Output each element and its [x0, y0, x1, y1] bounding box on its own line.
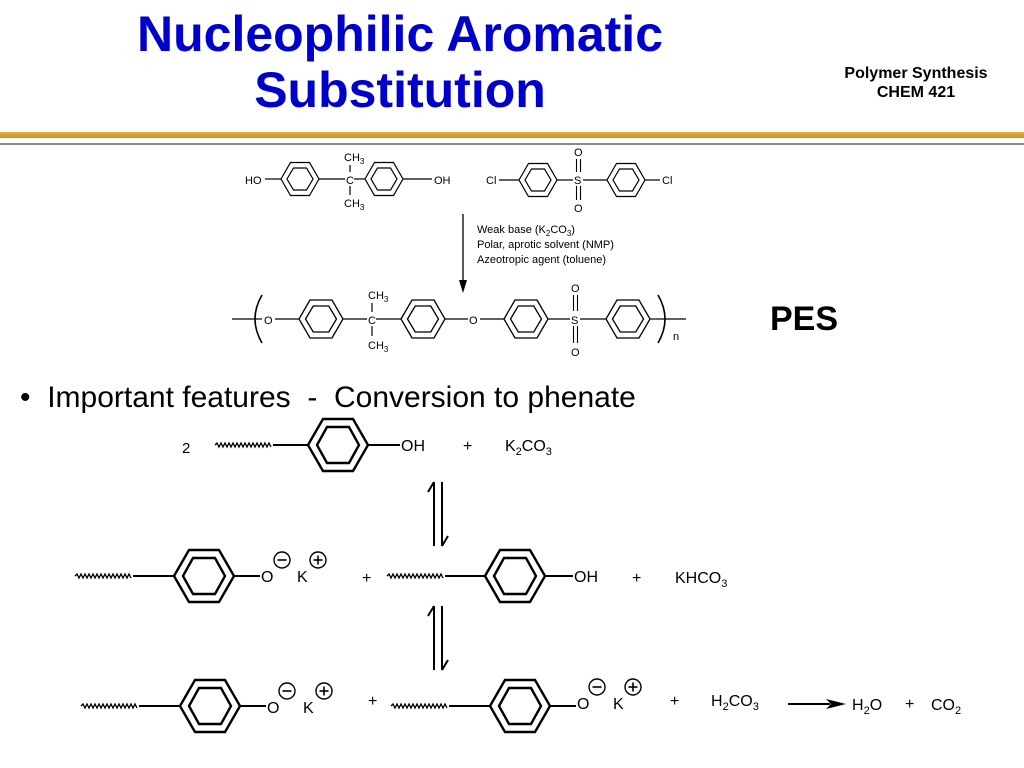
- bullet-text: Important features - Conversion to phena…: [47, 381, 636, 414]
- phenate-row-3: O K + O K + H2CO3 H2O + CO2: [80, 678, 961, 734]
- label-o-ether-1: O: [264, 315, 273, 327]
- label-c: C: [346, 175, 354, 187]
- pes-repeat-unit: O C CH3 CH3 O S O O n: [232, 283, 686, 359]
- label-o-top: O: [574, 147, 583, 159]
- label-n-subscript: n: [673, 331, 679, 343]
- label-k-b1: K: [297, 569, 308, 586]
- phenate-ring-c1: [178, 678, 242, 734]
- label-o-ether-2: O: [469, 315, 478, 327]
- label-ho: HO: [245, 175, 262, 187]
- polymer-chain-wavy: [80, 702, 138, 710]
- label-h2o: H2O: [852, 697, 882, 717]
- label-s-polymer: S: [571, 315, 578, 327]
- label-co2: CO2: [931, 697, 961, 717]
- header-rule-gray: [0, 143, 1024, 145]
- slide-title: Nucleophilic Aromatic Substitution: [80, 6, 720, 118]
- label-ch3-polymer-top: CH3: [368, 290, 389, 304]
- course-line-1: Polymer Synthesis: [844, 65, 988, 82]
- condition-azeotrope: Azeotropic agent (toluene): [477, 254, 606, 266]
- polymer-chain-wavy: [74, 572, 132, 580]
- course-label: Polymer Synthesis CHEM 421: [816, 64, 1016, 102]
- plus-c1: +: [368, 693, 377, 710]
- phenate-row-2: O K + OH + KHCO3: [74, 548, 727, 604]
- bisphenol-a-monomer: HO C CH3 CH3 OH: [245, 152, 451, 212]
- coefficient-2: 2: [182, 440, 190, 457]
- pes-ring-3: [503, 299, 549, 339]
- phenate-row-1: 2 OH + K2CO3: [182, 417, 552, 473]
- header-rule-gold: [0, 132, 1024, 138]
- label-o-bottom: O: [574, 203, 583, 215]
- label-ch3-polymer-bottom: CH3: [368, 340, 389, 354]
- course-line-2: CHEM 421: [876, 84, 956, 101]
- negative-charge-icon: [278, 682, 296, 700]
- bpa-ring-right: [364, 161, 404, 197]
- polymer-chain-wavy: [390, 702, 448, 710]
- label-ch3-top: CH3: [344, 152, 365, 166]
- plus-c3: +: [905, 696, 914, 713]
- reaction-conditions: Weak base (K2CO3) Polar, aprotic solvent…: [477, 224, 614, 266]
- pes-ring-1: [298, 299, 344, 339]
- label-k-c2: K: [613, 696, 624, 713]
- label-k-c1: K: [303, 700, 314, 717]
- plus-b1: +: [362, 570, 371, 587]
- negative-charge-icon: [588, 678, 606, 696]
- label-o-sulfone-bottom: O: [571, 347, 580, 359]
- phenol-ring-b2: [483, 548, 547, 604]
- dichlorodiphenyl-sulfone-monomer: Cl S O O Cl: [486, 147, 672, 215]
- phenol-ring-a: [306, 417, 370, 473]
- label-s: S: [574, 175, 581, 187]
- phenate-ring-b1: [172, 548, 236, 604]
- pes-ring-2: [400, 299, 446, 339]
- pes-label: PES: [770, 300, 838, 338]
- label-c-polymer: C: [368, 315, 376, 327]
- label-o-c1: O: [267, 700, 279, 717]
- label-oh-a: OH: [401, 438, 425, 455]
- polymer-chain-wavy: [386, 572, 444, 580]
- positive-charge-icon: [309, 551, 327, 569]
- label-oh-b2: OH: [574, 569, 598, 586]
- label-k2co3: K2CO3: [505, 438, 552, 458]
- reaction-arrow: [459, 214, 467, 293]
- condition-solvent: Polar, aprotic solvent (NMP): [477, 239, 614, 251]
- plus-c2: +: [670, 693, 679, 710]
- label-o-c2: O: [577, 696, 589, 713]
- label-oh: OH: [434, 175, 451, 187]
- title-line-2: Substitution: [254, 62, 546, 118]
- pes-ring-4: [605, 299, 651, 339]
- label-h2co3: H2CO3: [711, 693, 759, 713]
- plus-b2: +: [632, 570, 641, 587]
- condition-base: Weak base (K2CO3): [477, 224, 575, 238]
- positive-charge-icon: [315, 682, 333, 700]
- sulfone-ring-left: [518, 162, 558, 198]
- positive-charge-icon: [624, 678, 642, 696]
- equilibrium-arrow-1: [427, 481, 449, 547]
- label-cl-left: Cl: [486, 175, 496, 187]
- sulfone-ring-right: [606, 162, 646, 198]
- bullet-dot: •: [20, 381, 31, 414]
- bullet-important-features: • Important features - Conversion to phe…: [20, 380, 636, 416]
- label-khco3: KHCO3: [675, 570, 727, 590]
- phenate-ring-c2: [488, 678, 552, 734]
- label-o-b1: O: [261, 569, 273, 586]
- label-ch3-bottom: CH3: [344, 198, 365, 212]
- negative-charge-icon: [273, 551, 291, 569]
- label-cl-right: Cl: [662, 175, 672, 187]
- polymer-chain-wavy: [214, 441, 272, 449]
- plus-a: +: [463, 438, 472, 455]
- bpa-ring-left: [280, 161, 320, 197]
- title-line-1: Nucleophilic Aromatic: [136, 6, 664, 62]
- forward-arrow: [788, 699, 846, 709]
- equilibrium-arrow-2: [427, 605, 449, 671]
- label-o-sulfone-top: O: [571, 283, 580, 295]
